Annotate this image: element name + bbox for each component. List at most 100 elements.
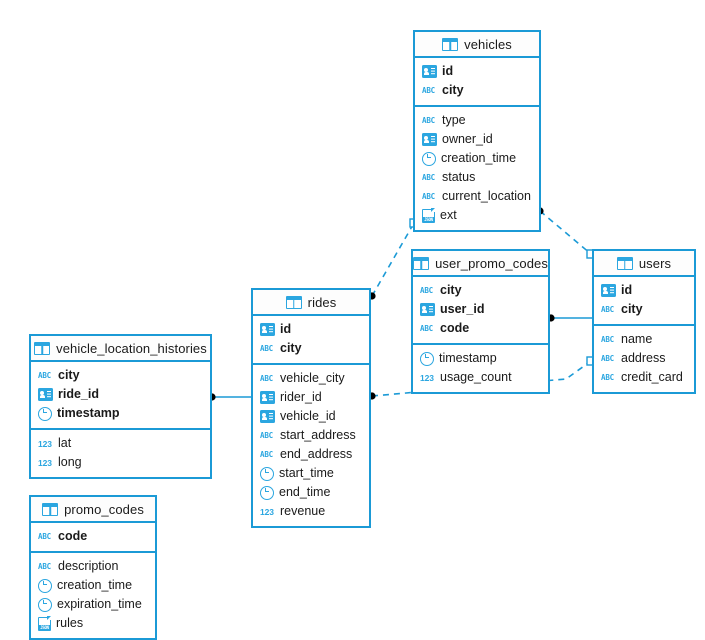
field-name: code bbox=[440, 321, 470, 336]
table-grid-icon bbox=[285, 295, 302, 309]
field-row[interactable]: start_time bbox=[253, 464, 369, 483]
field-row[interactable]: creation_time bbox=[31, 576, 155, 595]
abc-icon: ABC bbox=[601, 335, 614, 344]
field-name: city bbox=[280, 341, 302, 356]
field-row[interactable]: timestamp bbox=[413, 349, 548, 368]
abc-icon: ABC bbox=[601, 354, 614, 363]
field-row[interactable]: creation_time bbox=[415, 149, 539, 168]
table-header[interactable]: promo_codes bbox=[31, 497, 155, 523]
id-card-icon bbox=[260, 391, 275, 404]
field-row[interactable]: rider_id bbox=[253, 388, 369, 407]
field-row[interactable]: end_time bbox=[253, 483, 369, 502]
field-row[interactable]: JSON rules bbox=[31, 614, 155, 633]
field-row[interactable]: id bbox=[253, 320, 369, 339]
table-title: vehicle_location_histories bbox=[56, 340, 207, 356]
id-card-icon bbox=[422, 65, 437, 78]
table-header[interactable]: vehicles bbox=[415, 32, 539, 58]
field-row[interactable]: ABC address bbox=[594, 349, 694, 368]
clock-icon bbox=[422, 151, 436, 166]
field-name: start_address bbox=[280, 428, 356, 443]
field-name: credit_card bbox=[621, 370, 683, 385]
field-name: id bbox=[442, 64, 454, 79]
field-row[interactable]: owner_id bbox=[415, 130, 539, 149]
abc-icon: ABC bbox=[260, 344, 273, 353]
relationship-line bbox=[539, 210, 592, 255]
relationship-user-promo-codes-to-users[interactable] bbox=[547, 314, 592, 322]
field-row[interactable]: expiration_time bbox=[31, 595, 155, 614]
field-name: creation_time bbox=[57, 578, 133, 593]
field-name: city bbox=[58, 368, 80, 383]
field-name: rules bbox=[56, 616, 84, 631]
field-name: description bbox=[58, 559, 119, 574]
field-name: city bbox=[621, 302, 643, 317]
field-name: long bbox=[58, 455, 82, 470]
field-row[interactable]: vehicle_id bbox=[253, 407, 369, 426]
abc-icon: ABC bbox=[422, 116, 435, 125]
field-name: code bbox=[58, 529, 88, 544]
field-row[interactable]: user_id bbox=[413, 300, 548, 319]
field-name: address bbox=[621, 351, 666, 366]
field-row[interactable]: ABC city bbox=[253, 339, 369, 358]
field-row[interactable]: ABC credit_card bbox=[594, 368, 694, 387]
field-name: ride_id bbox=[58, 387, 99, 402]
table-header[interactable]: vehicle_location_histories bbox=[31, 336, 210, 362]
relationship-vehicle-location-histories-to-rides[interactable] bbox=[208, 393, 251, 401]
field-name: expiration_time bbox=[57, 597, 142, 612]
field-name: status bbox=[442, 170, 476, 185]
abc-icon: ABC bbox=[422, 86, 435, 95]
field-row[interactable]: id bbox=[415, 62, 539, 81]
json-icon: JSON bbox=[38, 616, 52, 631]
field-row[interactable]: timestamp bbox=[31, 404, 210, 423]
field-row[interactable]: id bbox=[594, 281, 694, 300]
clock-icon bbox=[38, 406, 52, 421]
field-name: revenue bbox=[280, 504, 326, 519]
numeric-icon: 123 bbox=[420, 373, 434, 383]
field-name: end_time bbox=[279, 485, 331, 500]
table-title: promo_codes bbox=[64, 501, 144, 517]
id-card-icon bbox=[420, 303, 435, 316]
field-name: city bbox=[440, 283, 462, 298]
field-row[interactable]: ride_id bbox=[31, 385, 210, 404]
table-grid-icon bbox=[42, 502, 59, 516]
table-header[interactable]: rides bbox=[253, 290, 369, 316]
field-name: id bbox=[621, 283, 633, 298]
id-card-icon bbox=[38, 388, 53, 401]
abc-icon: ABC bbox=[601, 373, 614, 382]
table-header[interactable]: user_promo_codes bbox=[413, 251, 548, 277]
abc-icon: ABC bbox=[601, 305, 614, 314]
field-row[interactable]: ABC city bbox=[594, 300, 694, 319]
table-title: users bbox=[638, 255, 672, 271]
table-title: user_promo_codes bbox=[435, 255, 548, 271]
table-header[interactable]: users bbox=[594, 251, 694, 277]
field-row[interactable]: 123 long bbox=[31, 453, 210, 472]
numeric-icon: 123 bbox=[38, 458, 52, 468]
